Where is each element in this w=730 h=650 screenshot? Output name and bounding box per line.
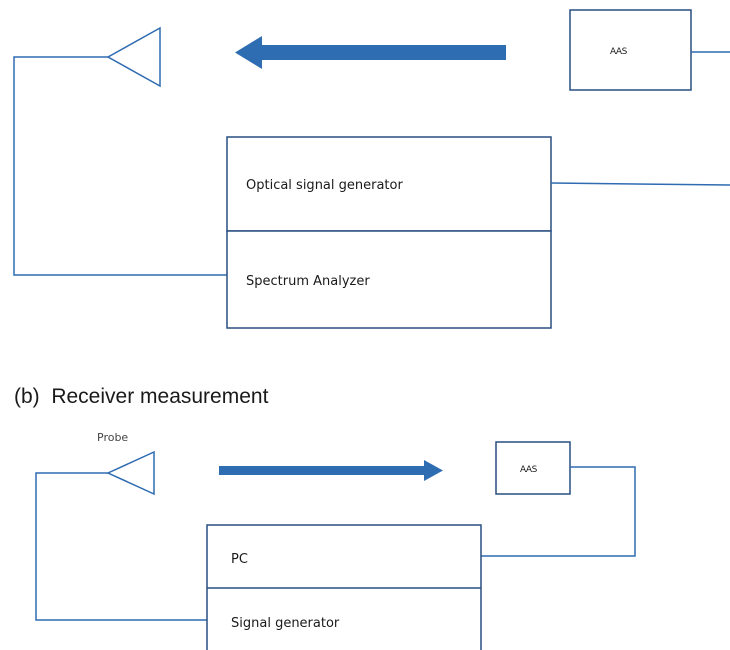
panel-b-aas-label: AAS	[520, 465, 538, 475]
panel-b-pc-label: PC	[231, 552, 248, 567]
panel-b-direction-arrow	[219, 460, 443, 481]
panel-a-spectrum-analyzer-label: Spectrum Analyzer	[246, 274, 370, 289]
panel-a-direction-arrow	[235, 36, 506, 69]
panel-a-optical-signal-generator-label: Optical signal generator	[246, 178, 403, 193]
panel-b-caption: (b) Receiver measurement	[14, 385, 269, 408]
panel-a: AAS Optical signal generator Spectrum An…	[13, 9, 730, 329]
panel-b-probe-label: Probe	[97, 431, 128, 444]
panel-b: Probe AAS PC Signal generator	[35, 431, 636, 650]
panel-a-aas-label: AAS	[610, 47, 628, 57]
panel-b-probe-feed-line	[35, 472, 207, 621]
panel-b-signal-generator-label: Signal generator	[231, 616, 340, 631]
panel-a-antenna-feed-line	[13, 56, 227, 276]
panel-b-probe-icon	[106, 450, 155, 496]
panel-b-aas-box	[495, 441, 571, 495]
panel-a-antenna-icon	[106, 26, 161, 88]
panel-a-optical-output-line	[550, 182, 730, 186]
panel-a-aas-box	[569, 9, 692, 91]
panel-b-aas-connection-line	[481, 466, 636, 557]
panel-a-spectrum-analyzer-box	[226, 230, 552, 329]
